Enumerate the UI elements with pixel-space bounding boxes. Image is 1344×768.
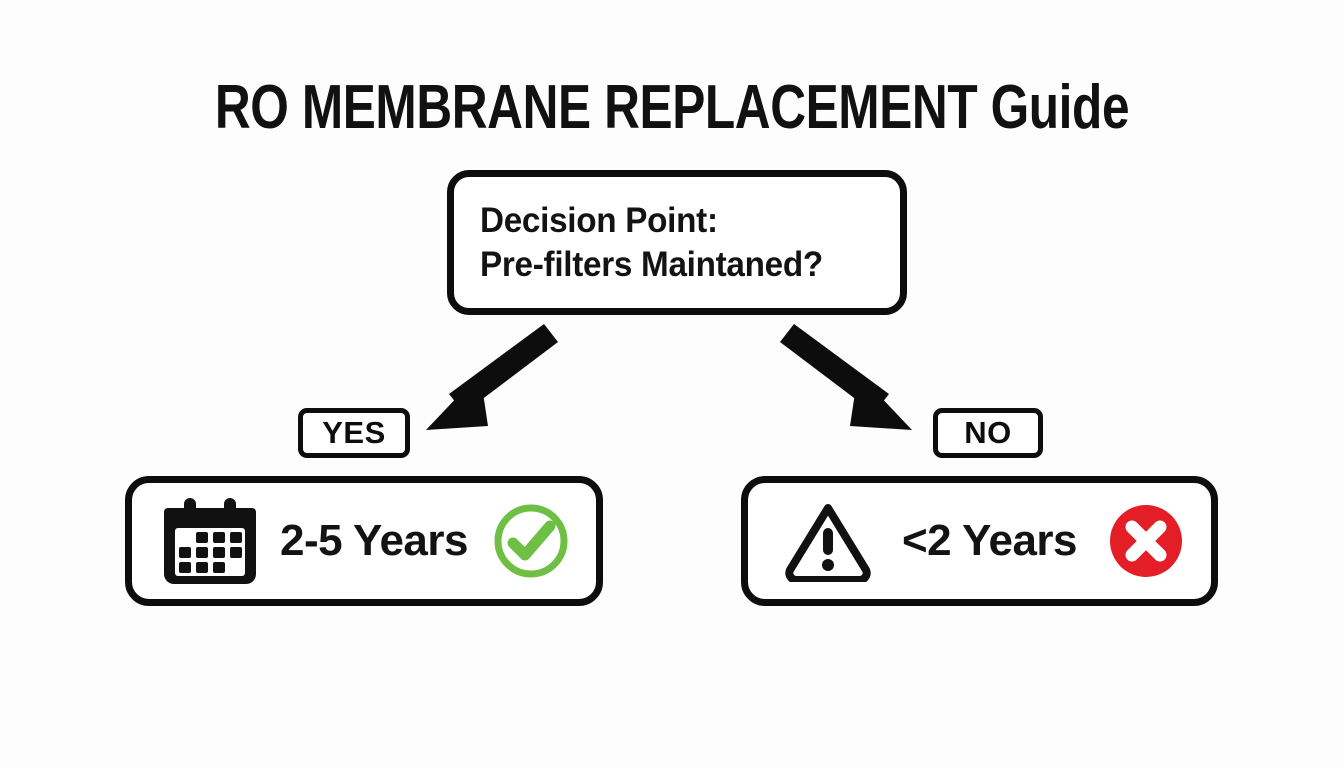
branch-label-yes-text: YES (322, 415, 386, 450)
warning-triangle-icon (785, 504, 871, 582)
warning-triangle-icon-wrap (784, 500, 872, 582)
calendar-icon-wrap (164, 498, 256, 584)
result-card-yes: 2-5 Years (125, 476, 603, 606)
check-circle-icon-wrap (492, 502, 570, 580)
decision-line-1: Decision Point: (480, 200, 718, 240)
branch-label-no: NO (933, 408, 1043, 458)
result-card-no: <2 Years (741, 476, 1218, 606)
decision-line-2: Pre-filters Maintaned? (480, 244, 823, 284)
x-circle-icon (1110, 505, 1182, 577)
page-title: RO MEMBRANE REPLACEMENT Guide (214, 73, 1130, 142)
check-circle-icon (494, 504, 568, 578)
decision-node: Decision Point: Pre-filters Maintaned? (447, 170, 907, 315)
x-circle-icon-wrap (1107, 502, 1185, 580)
arrow-down-right-icon (780, 324, 912, 430)
result-no-text: <2 Years (901, 516, 1078, 565)
calendar-icon (164, 498, 256, 584)
result-yes-text: 2-5 Years (280, 516, 468, 565)
arrow-down-left-icon (426, 324, 558, 430)
branch-label-no-text: NO (964, 415, 1012, 450)
branch-label-yes: YES (298, 408, 410, 458)
